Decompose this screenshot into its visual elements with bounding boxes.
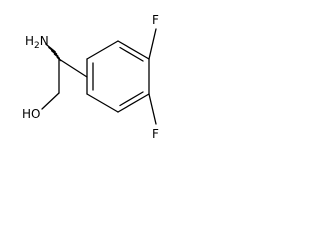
ring-bond-4 [117, 93, 150, 113]
ring-double-bond-2 [119, 91, 144, 107]
bond-ring-to-alpha-carbon [58, 58, 88, 78]
amine-label: H2N [25, 34, 49, 51]
bond-ch2-to-hydroxyl [41, 92, 60, 110]
hydroxyl-label: HO [22, 107, 40, 121]
ring-double-bond-1 [119, 46, 144, 62]
fluorine-bottom-label: F [152, 127, 159, 141]
benzene-ring [86, 40, 150, 113]
fluorine-top-label: F [152, 13, 159, 27]
chemical-structure: H2N HO F F [22, 13, 159, 141]
ring-bond-5 [86, 93, 119, 113]
amine-subscript: 2 [34, 41, 40, 51]
ring-bond-2 [117, 40, 150, 60]
bond-to-fluorine-bottom [148, 93, 157, 125]
hashed-wedge-bond [45, 43, 62, 62]
bond-to-fluorine-top [148, 28, 157, 60]
ring-bond-1 [86, 40, 119, 60]
